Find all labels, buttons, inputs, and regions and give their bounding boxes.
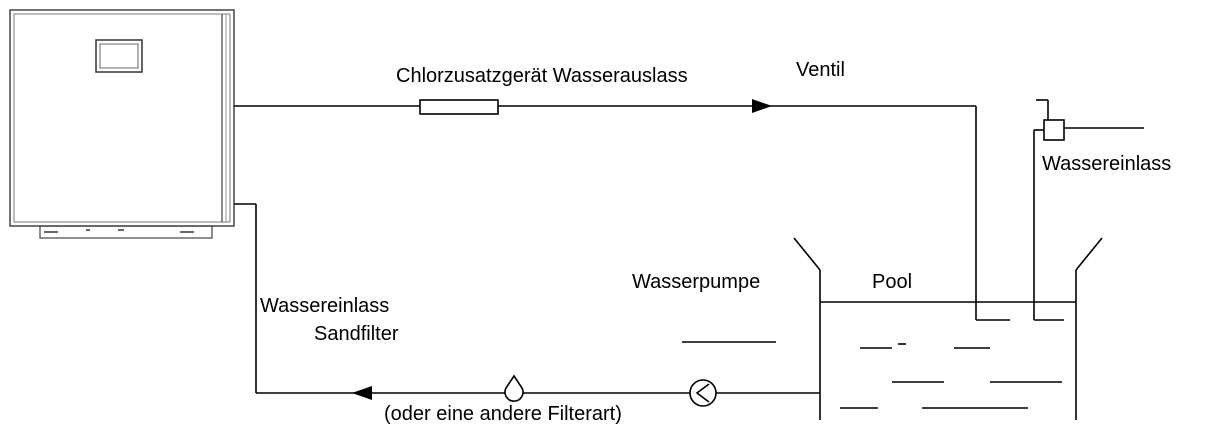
label-valve: Ventil [796, 59, 845, 81]
label-water-pump: Wasserpumpe [632, 271, 761, 293]
control-panel-display [95, 39, 143, 73]
sand-filter-symbol [504, 374, 524, 402]
water-inlet-pipe [1033, 99, 1144, 321]
return-pipe [234, 203, 820, 407]
valve-body [1043, 119, 1065, 141]
label-sand-filter: Sandfilter [314, 323, 399, 345]
unit-base [39, 225, 213, 239]
label-pool: Pool [872, 271, 913, 293]
water-pump-symbol [689, 379, 717, 407]
label-chlorinator-outlet: Chlorzusatzgerät Wasserauslass [396, 65, 688, 87]
chlorinator-device [419, 99, 499, 115]
flow-arrow-return [352, 386, 372, 400]
pool-basin [793, 237, 1103, 420]
heat-pump-unit [9, 9, 235, 239]
label-water-inlet-left: Wassereinlass [260, 295, 390, 317]
flow-arrow-outlet [752, 99, 772, 113]
label-other-filter: (oder eine andere Filterart) [384, 403, 622, 425]
label-water-inlet-right: Wassereinlass [1042, 153, 1172, 175]
outlet-pipe [234, 99, 1010, 321]
